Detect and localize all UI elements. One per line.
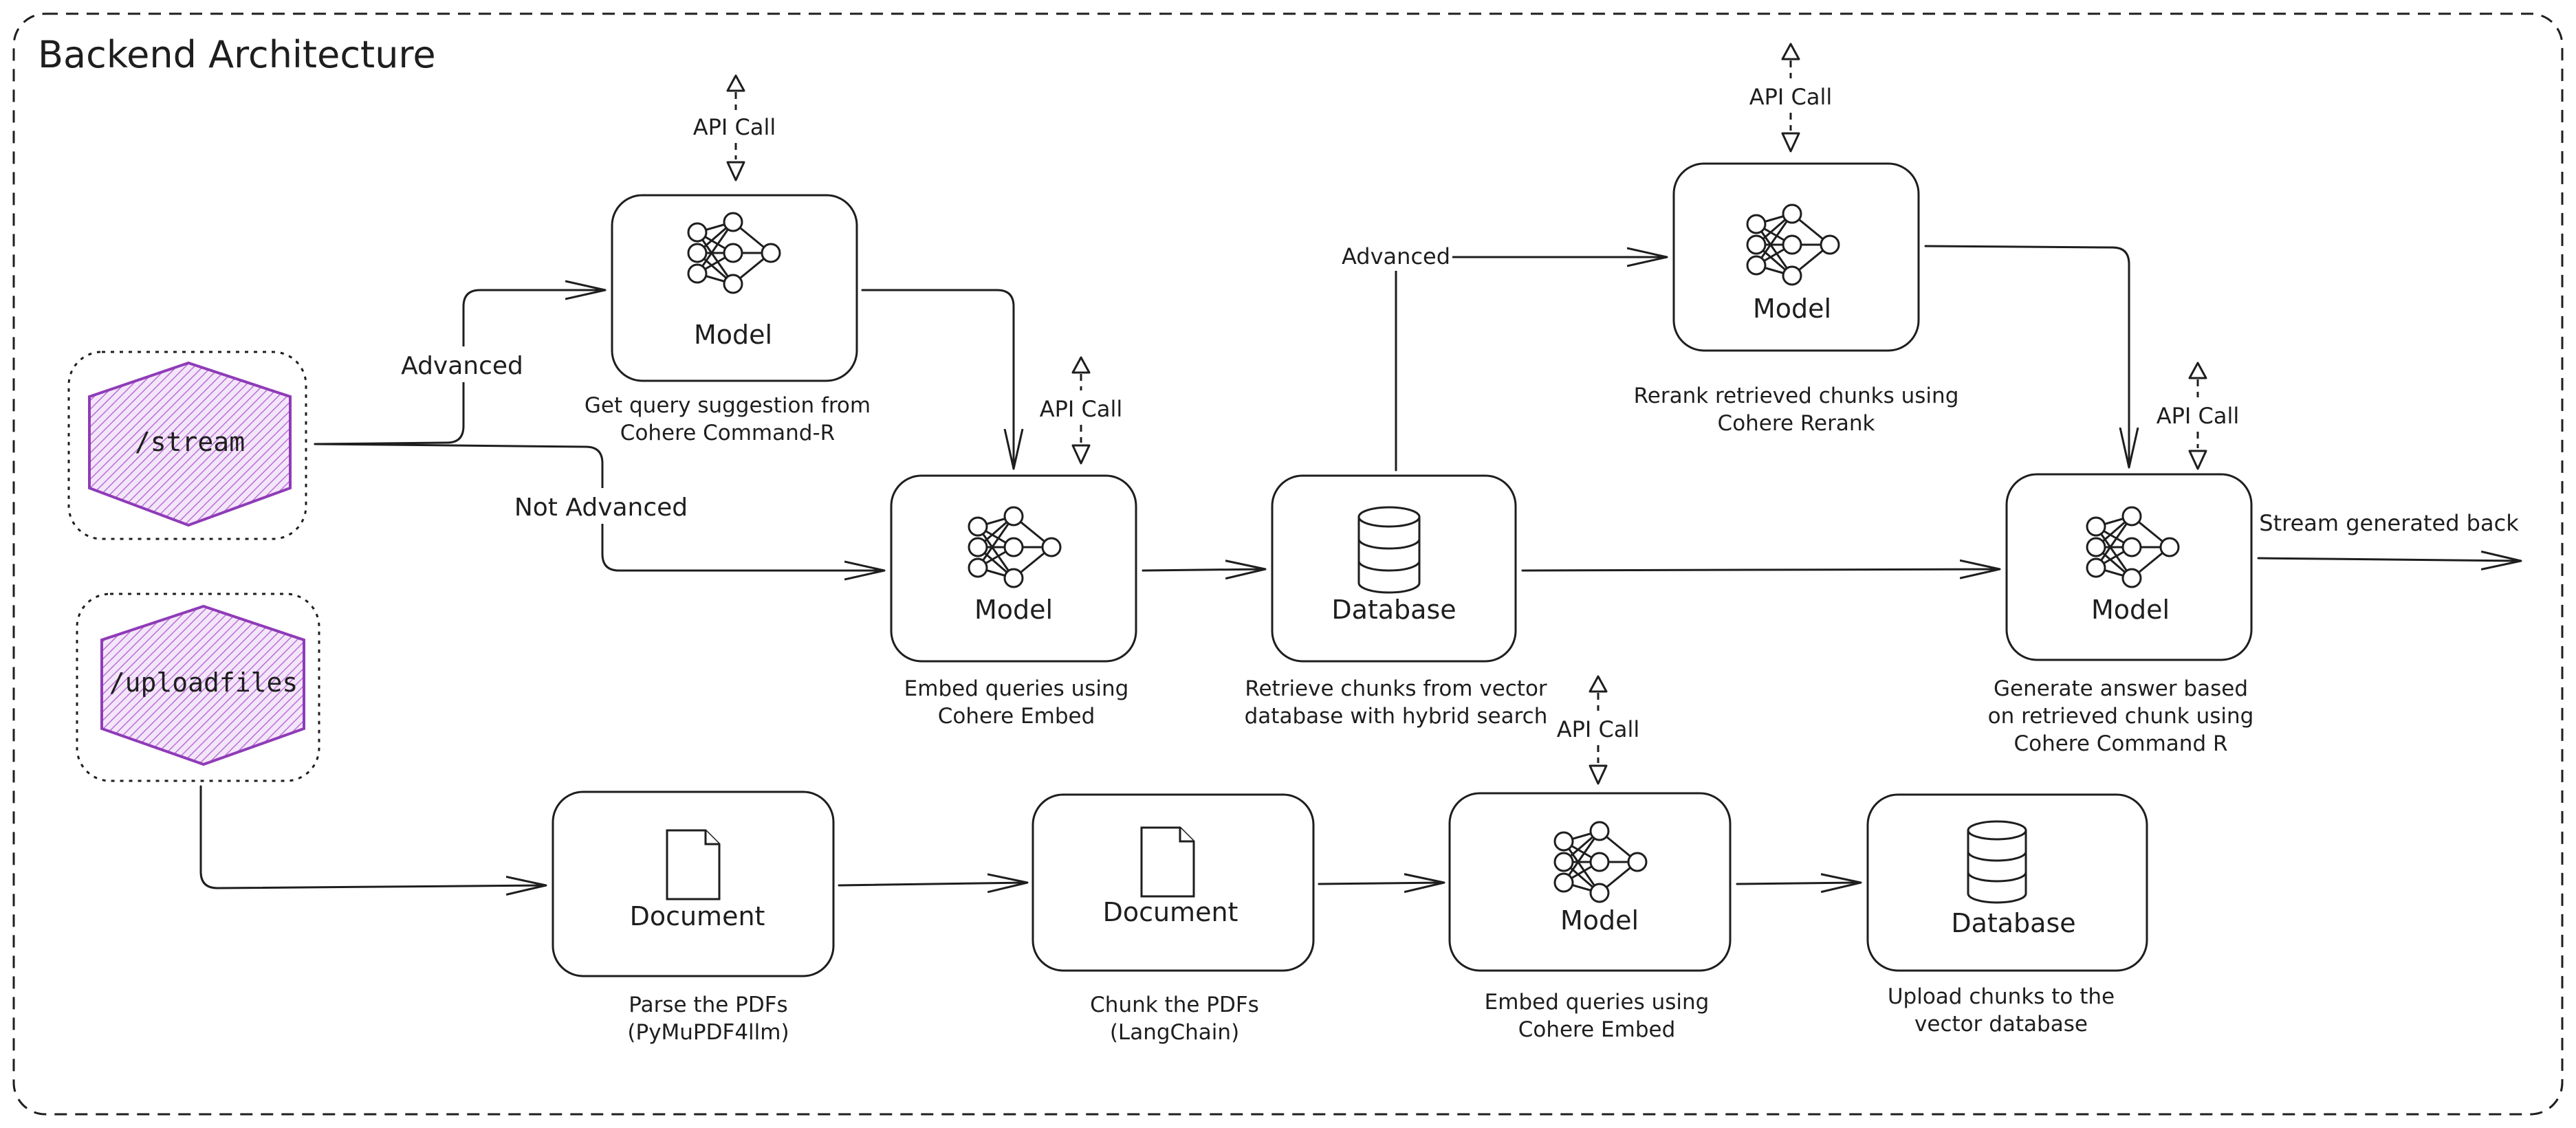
database-icon xyxy=(1967,820,2027,904)
not-advanced-label-backdrop xyxy=(505,488,700,524)
api-call-up-icon xyxy=(1589,675,1608,693)
outer-frame xyxy=(12,12,2564,1116)
parse-document-caption-line-2: (PyMuPDF4llm) xyxy=(627,1020,789,1045)
edge-database-to-answer-model xyxy=(1521,569,2001,571)
edge-embed-model-to-database xyxy=(1142,569,1267,571)
api-call-label: API Call xyxy=(1040,396,1123,422)
answer-model-box xyxy=(2005,473,2253,661)
edge-answer-model-stream-out xyxy=(2257,558,2522,561)
document-icon xyxy=(1140,826,1195,898)
chunk-document-caption-line-1: Chunk the PDFs xyxy=(1090,993,1259,1017)
parse-document-caption-line-1: Parse the PDFs xyxy=(629,993,787,1017)
retrieve-database-caption-line-2: database with hybrid search xyxy=(1245,704,1548,729)
neural-network-icon xyxy=(1746,203,1840,286)
answer-model-node: Model Generate answer based on retrieved… xyxy=(1988,473,2254,756)
diagram-title: Backend Architecture xyxy=(38,33,436,76)
api-call-label: API Call xyxy=(2157,403,2240,429)
stream-hexagon xyxy=(88,361,292,527)
upload-embed-model-caption-line-1: Embed queries using xyxy=(1485,990,1710,1015)
query-model-node: Model Get query suggestion from Cohere C… xyxy=(585,194,871,445)
api-call-up-icon xyxy=(2188,362,2207,379)
chunk-document-caption-line-2: (LangChain) xyxy=(1110,1020,1239,1045)
api-call-down-icon xyxy=(1071,444,1091,465)
api-call-answer-model: API Call xyxy=(2157,362,2240,470)
answer-model-caption-line-2: on retrieved chunk using xyxy=(1988,704,2254,729)
edge-upload-embed-to-database xyxy=(1736,883,1862,884)
edge-label-advanced-rerank: Advanced xyxy=(1342,243,1450,269)
stream-endpoint-label: /stream xyxy=(135,427,245,457)
query-model-caption-line-1: Get query suggestion from xyxy=(585,393,871,418)
upload-embed-model-caption-line-2: Cohere Embed xyxy=(1518,1017,1676,1042)
edge-rerank-model-to-answer-model xyxy=(1924,245,2129,469)
uploadfiles-endpoint-container xyxy=(76,593,320,782)
uploadfiles-hexagon xyxy=(100,604,305,766)
embed-model-caption-line-1: Embed queries using xyxy=(904,676,1129,701)
query-model-caption-line-2: Cohere Command-R xyxy=(620,421,835,445)
upload-embed-model-box xyxy=(1448,792,1732,972)
chunk-document-label: Document xyxy=(1103,897,1238,927)
upload-database-label: Database xyxy=(1951,908,2075,938)
edge-uploadfiles-to-parse xyxy=(199,785,547,888)
embed-model-label: Model xyxy=(974,595,1053,625)
retrieve-database-caption-line-1: Retrieve chunks from vector xyxy=(1245,676,1547,701)
api-call-query-model: API Call xyxy=(693,74,776,181)
advanced-rerank-label-backdrop xyxy=(1341,242,1452,271)
upload-database-caption-line-2: vector database xyxy=(1914,1012,2088,1037)
api-call-down-icon xyxy=(726,161,745,181)
api-call-rerank-model: API Call xyxy=(1749,43,1833,153)
edge-query-model-to-embed-model xyxy=(861,289,1014,470)
api-call-up-icon xyxy=(726,74,745,92)
api-call-label: API Call xyxy=(1749,84,1833,110)
answer-model-caption-line-1: Generate answer based xyxy=(1994,676,2248,701)
embed-model-node: Model Embed queries using Cohere Embed xyxy=(890,474,1137,729)
api-call-label: API Call xyxy=(693,114,776,140)
edge-label-not-advanced: Not Advanced xyxy=(514,494,688,522)
edge-label-advanced: Advanced xyxy=(401,352,523,380)
advanced-label-backdrop xyxy=(400,346,530,382)
api-call-down-icon xyxy=(1781,132,1800,153)
api-call-label: API Call xyxy=(1557,716,1640,742)
upload-embed-model-node: Model Embed queries using Cohere Embed xyxy=(1448,792,1732,1042)
database-icon xyxy=(1357,506,1421,594)
rerank-model-caption-line-1: Rerank retrieved chunks using xyxy=(1634,384,1959,408)
rerank-model-box xyxy=(1672,162,1920,352)
api-call-up-icon xyxy=(1071,356,1091,374)
neural-network-icon xyxy=(968,506,1062,588)
api-call-upload-embed-model: API Call xyxy=(1557,675,1640,785)
uploadfiles-endpoint-label: /uploadfiles xyxy=(109,667,298,698)
retrieve-database-label: Database xyxy=(1331,595,1456,625)
upload-embed-model-label: Model xyxy=(1560,905,1639,936)
api-call-down-icon xyxy=(2188,450,2207,470)
stream-endpoint: /stream xyxy=(67,351,307,540)
document-icon xyxy=(666,829,721,900)
upload-database-caption-line-1: Upload chunks to the xyxy=(1888,984,2115,1009)
rerank-model-caption-line-2: Cohere Rerank xyxy=(1718,411,1875,436)
neural-network-icon xyxy=(687,212,781,294)
edge-chunk-to-upload-embed xyxy=(1318,883,1445,884)
answer-model-caption-line-3: Cohere Command R xyxy=(2013,731,2227,756)
upload-database-node: Database Upload chunks to the vector dat… xyxy=(1866,793,2148,1037)
edge-parse-to-chunk xyxy=(838,883,1029,885)
chunk-document-node: Document Chunk the PDFs (LangChain) xyxy=(1032,793,1315,1045)
embed-model-caption-line-2: Cohere Embed xyxy=(938,704,1095,729)
api-call-up-icon xyxy=(1781,43,1800,60)
rerank-model-label: Model xyxy=(1753,294,1831,324)
query-model-label: Model xyxy=(694,320,772,350)
neural-network-icon xyxy=(1553,821,1648,903)
parse-document-label: Document xyxy=(630,901,765,931)
answer-model-label: Model xyxy=(2091,595,2170,625)
retrieve-database-node: Database Retrieve chunks from vector dat… xyxy=(1245,474,1548,729)
api-call-embed-model: API Call xyxy=(1040,356,1123,465)
edge-label-stream-back: Stream generated back xyxy=(2259,510,2519,536)
uploadfiles-endpoint: /uploadfiles xyxy=(76,593,320,782)
neural-network-icon xyxy=(2086,506,2180,588)
rerank-model-node: Model Rerank retrieved chunks using Cohe… xyxy=(1634,162,1959,436)
parse-document-node: Document Parse the PDFs (PyMuPDF4llm) xyxy=(552,790,835,1045)
api-call-down-icon xyxy=(1589,764,1608,785)
